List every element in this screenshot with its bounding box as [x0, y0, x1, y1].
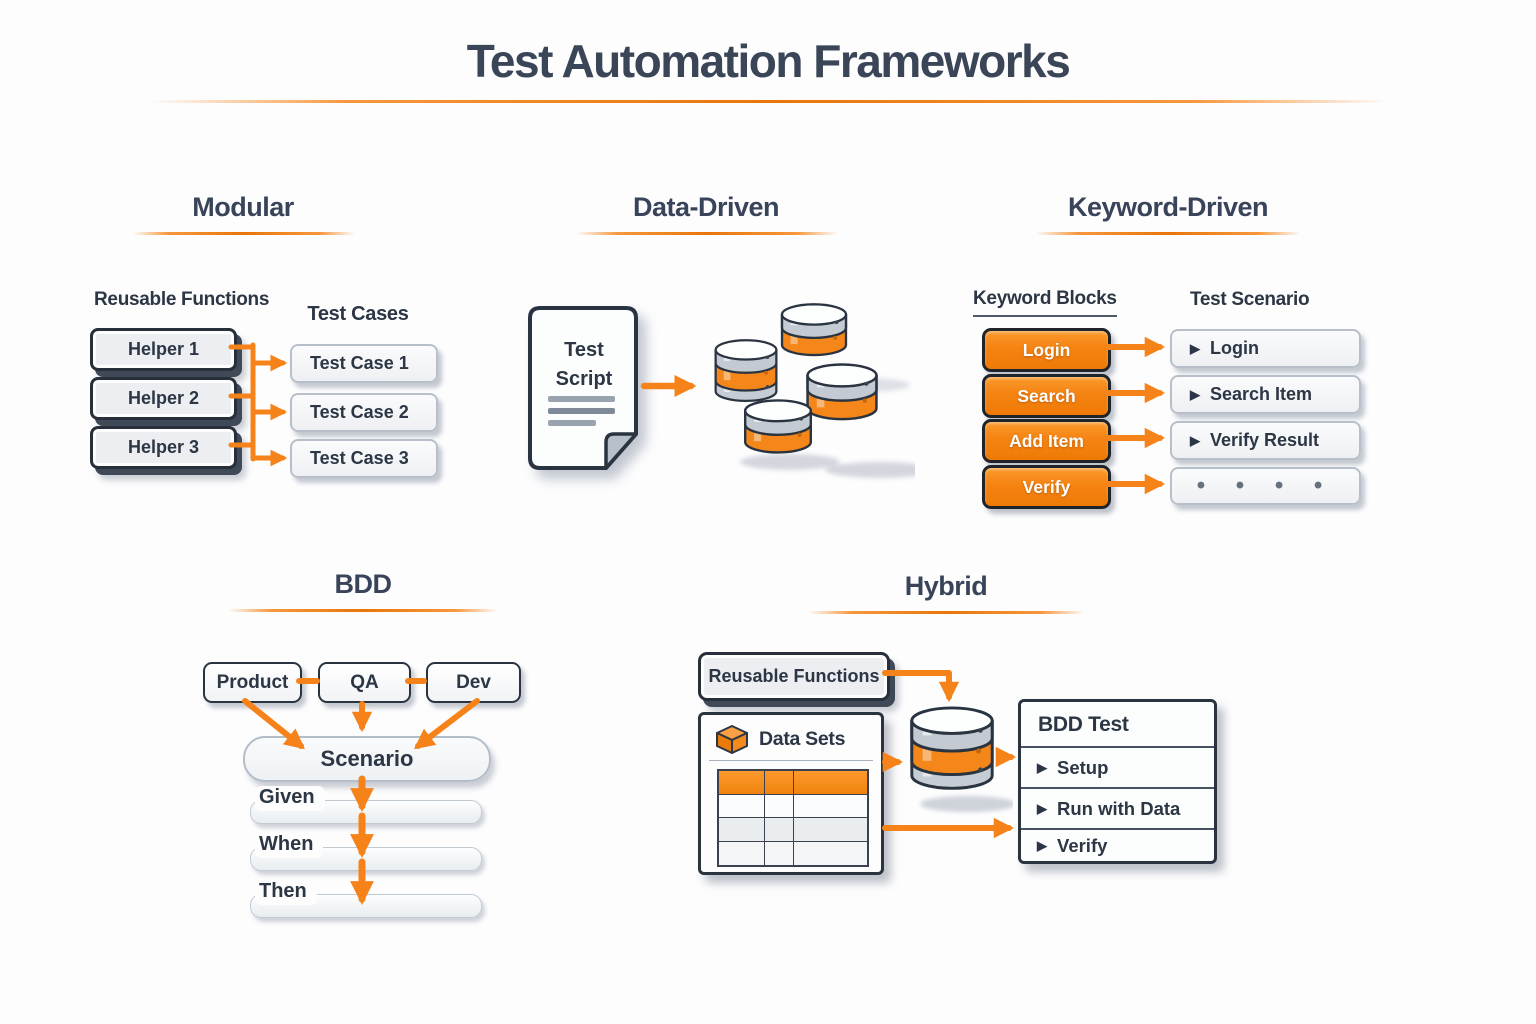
when-label: When — [255, 833, 324, 858]
play-icon: ▶ — [1190, 432, 1200, 448]
bdd-underline — [228, 609, 498, 612]
page-title: Test Automation Frameworks — [466, 35, 1071, 87]
data-sets-label: Data Sets — [759, 728, 846, 750]
hybrid-heading: Hybrid — [904, 571, 988, 601]
bdd-test-row: ▶ Run with Data — [1021, 787, 1214, 828]
reusable-functions-box: Reusable Functions — [698, 652, 890, 701]
bdd-test-row: ▶ Verify — [1021, 828, 1214, 861]
databases-icon — [714, 303, 915, 478]
test-case-box: Test Case 3 — [290, 439, 438, 478]
helper-box: Helper 2 — [90, 377, 237, 420]
hybrid-underline — [808, 611, 1085, 614]
panel-divider — [709, 760, 873, 761]
play-icon: ▶ — [1037, 800, 1047, 816]
modular-heading: Modular — [192, 192, 294, 222]
keyword-button: Verify — [982, 465, 1111, 509]
play-icon: ▶ — [1037, 837, 1047, 853]
scenario-step-box: ▶ Search Item — [1170, 375, 1361, 414]
keyword-blocks-label: Keyword Blocks — [973, 288, 1117, 317]
data-table — [717, 769, 869, 867]
database-icon — [910, 706, 1013, 812]
data-driven-underline — [576, 232, 838, 235]
play-icon: ▶ — [1190, 340, 1200, 356]
bdd-test-title: BDD Test — [1038, 713, 1129, 736]
test-script-document-icon — [528, 306, 638, 470]
title-underline — [150, 100, 1390, 103]
keyword-button: Add Item — [982, 419, 1111, 463]
reusable-functions-label: Reusable Functions — [94, 289, 270, 310]
helper-box: Helper 1 — [90, 328, 237, 371]
scenario-step-box: ▶ Verify Result — [1170, 421, 1361, 460]
bdd-heading: BDD — [334, 569, 393, 599]
ellipsis-dots: • • • • — [1196, 472, 1335, 499]
keyword-button: Login — [982, 328, 1111, 372]
then-label: Then — [255, 880, 317, 905]
keyword-driven-heading: Keyword-Driven — [1067, 192, 1269, 222]
test-script-label: Test Script — [555, 339, 613, 390]
test-scenario-label: Test Scenario — [1190, 289, 1310, 310]
data-driven-heading: Data-Driven — [632, 192, 780, 222]
role-box-dev: Dev — [426, 662, 521, 703]
play-icon: ▶ — [1190, 386, 1200, 402]
keyword-button: Search — [982, 374, 1111, 418]
given-label: Given — [255, 786, 325, 811]
scenario-step-box: ▶ Login — [1170, 329, 1361, 368]
modular-underline — [133, 232, 355, 235]
scenario-pill: Scenario — [243, 736, 491, 782]
test-case-box: Test Case 2 — [290, 393, 438, 432]
role-box-product: Product — [203, 662, 302, 703]
data-sets-panel: Data Sets — [698, 712, 884, 875]
bdd-test-row: ▶ Setup — [1021, 746, 1214, 787]
test-cases-label: Test Cases — [307, 303, 409, 325]
play-icon: ▶ — [1037, 759, 1047, 775]
keyword-driven-underline — [1035, 232, 1301, 235]
scenario-ellipsis-box: • • • • — [1170, 467, 1361, 505]
test-case-box: Test Case 1 — [290, 344, 438, 383]
bdd-test-panel: BDD Test ▶ Setup ▶ Run with Data ▶ Verif… — [1018, 699, 1217, 864]
cube-icon — [716, 725, 748, 754]
helper-box: Helper 3 — [90, 426, 237, 469]
role-box-qa: QA — [318, 662, 411, 703]
